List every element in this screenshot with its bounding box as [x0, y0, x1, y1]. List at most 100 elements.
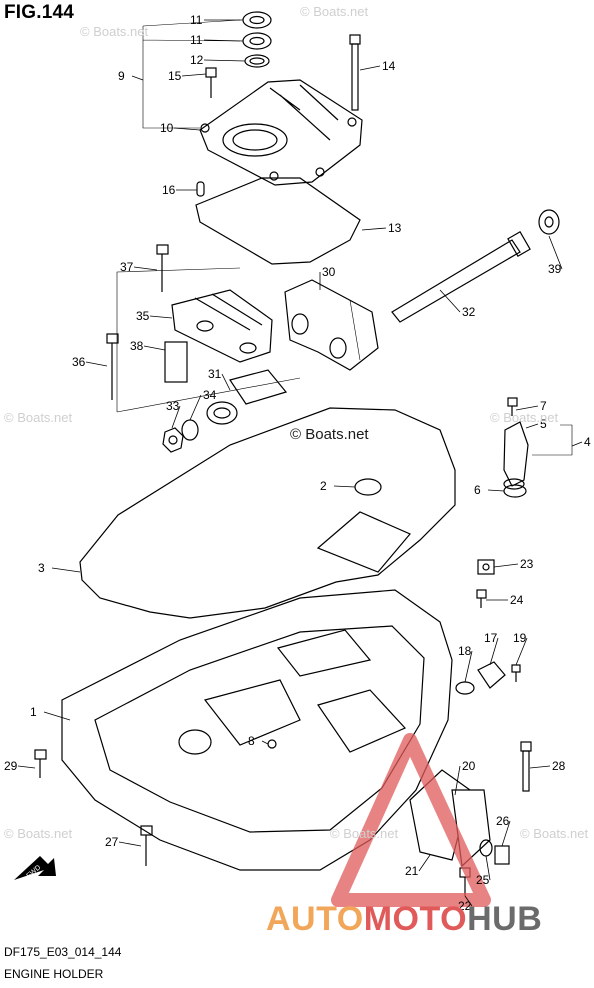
bolt-37	[156, 244, 169, 292]
sensor-23	[477, 559, 495, 575]
callout-number-21: 21	[405, 864, 419, 878]
callout-leader	[454, 765, 461, 796]
bolt-29	[34, 749, 47, 778]
callout-leader	[464, 650, 473, 683]
bolt-7	[507, 397, 518, 416]
upper-cover-10	[199, 79, 363, 186]
callout-number-17: 17	[484, 631, 498, 645]
bolt-28	[520, 741, 532, 792]
gasket-13	[195, 177, 361, 265]
callout-leader	[203, 59, 246, 62]
brand-part-auto: AUTO	[266, 900, 364, 938]
callout-number-14: 14	[382, 59, 396, 73]
callout-leader	[85, 361, 108, 367]
callout-number-29: 29	[4, 759, 18, 773]
callout-leader	[487, 489, 505, 492]
callout-number-12: 12	[190, 53, 204, 67]
gasket-3	[79, 407, 456, 619]
o-ring-12	[244, 54, 270, 68]
bolt-36	[106, 333, 119, 400]
callout-number-15: 15	[168, 69, 182, 83]
mount-30	[284, 279, 379, 371]
callout-number-25: 25	[476, 873, 490, 887]
bolt-15	[205, 67, 217, 98]
plug-26	[494, 845, 510, 865]
callout-number-32: 32	[462, 305, 476, 319]
callout-number-11: 11	[190, 13, 203, 27]
callout-leader	[515, 637, 528, 666]
brand-part-moto: MOTO	[363, 900, 468, 938]
callout-number-28: 28	[552, 759, 566, 773]
watermark-text: © Boats.net	[4, 826, 73, 841]
callout-leader	[149, 315, 173, 319]
callout-number-11: 11	[190, 33, 203, 47]
fwd-arrow-icon: FWD	[14, 856, 56, 880]
diagram-code: DF175_E03_014_144	[4, 945, 122, 959]
brand-part-hub: HUB	[467, 900, 543, 938]
callout-number-1: 1	[30, 705, 37, 719]
callout-leader	[221, 373, 231, 391]
nut-33	[162, 427, 184, 453]
callout-number-38: 38	[130, 339, 144, 353]
callout-leader	[189, 394, 202, 421]
callout-number-3: 3	[38, 561, 45, 575]
callout-number-34: 34	[203, 388, 217, 402]
callout-leader	[501, 820, 511, 847]
callout-leader	[525, 423, 539, 429]
bolt-24	[476, 589, 487, 608]
callout-number-39: 39	[548, 262, 562, 276]
watermark-text: © Boats.net	[330, 826, 399, 841]
callout-number-4: 4	[584, 435, 591, 449]
diagram-caption: ENGINE HOLDER	[4, 967, 104, 981]
callout-leader	[133, 266, 158, 271]
callout-leader	[515, 405, 539, 411]
callout-number-8: 8	[248, 734, 255, 748]
callout-number-7: 7	[540, 399, 547, 413]
callout-number-13: 13	[388, 221, 402, 235]
watermark-text: © Boats.net	[4, 410, 73, 425]
callout-number-20: 20	[462, 759, 476, 773]
callout-leader	[171, 405, 181, 429]
callout-number-22: 22	[458, 899, 472, 913]
watermark-text: © Boats.net	[80, 24, 149, 39]
callout-number-31: 31	[208, 367, 222, 381]
callout-leader	[418, 854, 431, 872]
shaft-32	[391, 231, 531, 323]
callout-number-27: 27	[105, 835, 119, 849]
watermark-text: © Boats.net	[520, 826, 589, 841]
callout-leader	[464, 895, 473, 907]
callout-leader	[359, 65, 381, 71]
bushing-31	[206, 369, 288, 425]
callout-number-33: 33	[166, 399, 180, 413]
callout-leader	[51, 567, 81, 573]
callout-number-24: 24	[510, 593, 524, 607]
callout-leader	[493, 563, 519, 568]
callout-number-6: 6	[474, 483, 481, 497]
callout-leader	[548, 235, 563, 270]
bolt-19	[511, 664, 521, 682]
dowel-pin-16	[196, 181, 205, 197]
callout-number-5: 5	[540, 417, 547, 431]
callout-number-9: 9	[118, 69, 125, 83]
callout-leader	[43, 711, 71, 721]
plate-38	[164, 341, 188, 383]
oil-pan-1	[61, 589, 453, 871]
callout-number-30: 30	[322, 265, 336, 279]
callout-leader	[439, 289, 461, 313]
washer-39	[538, 209, 560, 235]
callout-leader	[261, 740, 269, 745]
callout-leader	[173, 127, 201, 131]
o-ring-6	[503, 484, 527, 498]
callout-leader	[17, 765, 36, 769]
o-ring-2	[354, 478, 382, 496]
callout-number-23: 23	[520, 557, 534, 571]
callout-number-18: 18	[458, 644, 472, 658]
callout-leader	[203, 39, 244, 42]
watermark-text: © Boats.net	[490, 410, 559, 425]
callout-number-36: 36	[72, 355, 86, 369]
callout-number-19: 19	[513, 631, 527, 645]
figure-title: FIG.144	[4, 2, 75, 23]
bracket-35	[171, 289, 273, 363]
callout-leader	[489, 637, 499, 666]
callout-leader	[118, 841, 142, 847]
